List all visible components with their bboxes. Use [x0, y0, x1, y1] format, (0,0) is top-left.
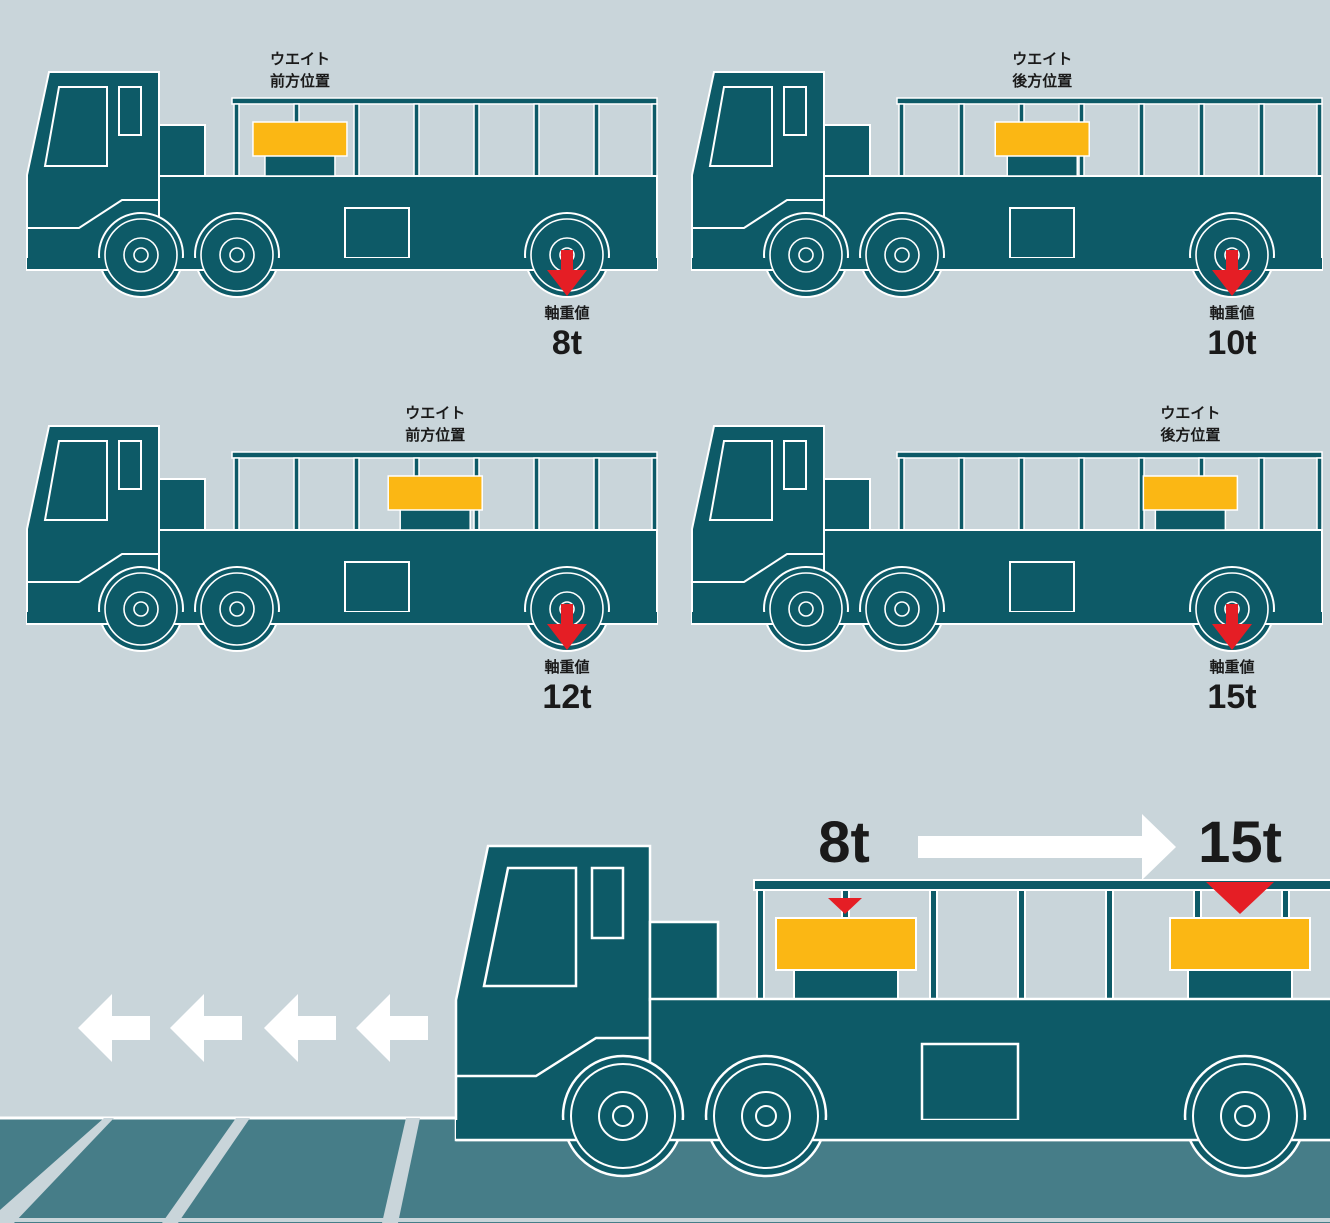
- axle-weight-label: 軸重値: [1209, 304, 1254, 322]
- left-arrow-icon: [356, 994, 428, 1062]
- axle-weight-value: 10t: [1207, 324, 1256, 362]
- weight-label-line2: 後方位置: [1011, 72, 1072, 90]
- direction-arrows: [78, 994, 428, 1062]
- counterweight: [252, 121, 348, 177]
- down-arrow-icon: [1212, 250, 1252, 296]
- axle-weight-value: 15t: [1207, 678, 1256, 716]
- large-down-marker-icon: [1206, 882, 1274, 914]
- truck-diagram-3: ウエイト 前方位置 軸重値 12t: [26, 404, 658, 716]
- counterweight: [387, 475, 483, 531]
- weight-label-line1: ウエイト: [1160, 404, 1220, 422]
- right-arrow-icon: [918, 814, 1176, 880]
- axle-weight-value: 8t: [552, 324, 582, 362]
- weight-label-line2: 後方位置: [1159, 426, 1220, 444]
- weight-label-line1: ウエイト: [270, 50, 330, 68]
- weight-label-line1: ウエイト: [405, 404, 465, 422]
- truck-diagram-2: ウエイト 後方位置 軸重値 10t: [691, 50, 1323, 362]
- axle-weight-value: 12t: [542, 678, 591, 716]
- left-arrow-icon: [264, 994, 336, 1062]
- left-arrow-icon: [170, 994, 242, 1062]
- down-arrow-icon: [547, 250, 587, 296]
- counterweight-front: [775, 917, 917, 1001]
- weight-label-line1: ウエイト: [1012, 50, 1072, 68]
- weight-label-line2: 前方位置: [270, 72, 330, 90]
- weight-label-line2: 前方位置: [405, 426, 465, 444]
- counterweight: [994, 121, 1090, 177]
- to-axle-value: 15t: [1198, 810, 1282, 875]
- main-truck: [454, 844, 1330, 1178]
- small-down-marker-icon: [828, 898, 862, 914]
- counterweight-rear: [1169, 917, 1311, 1001]
- axle-weight-label: 軸重値: [544, 658, 589, 676]
- left-arrow-icon: [78, 994, 150, 1062]
- down-arrow-icon: [547, 604, 587, 650]
- truck-diagram-1: ウエイト 前方位置 軸重値 8t: [26, 50, 658, 362]
- counterweight: [1142, 475, 1239, 531]
- from-axle-value: 8t: [818, 810, 870, 875]
- truck-diagram-4: ウエイト 後方位置 軸重値 15t: [691, 404, 1323, 716]
- down-arrow-icon: [1212, 604, 1252, 650]
- axle-weight-label: 軸重値: [1209, 658, 1254, 676]
- axle-weight-label: 軸重値: [544, 304, 589, 322]
